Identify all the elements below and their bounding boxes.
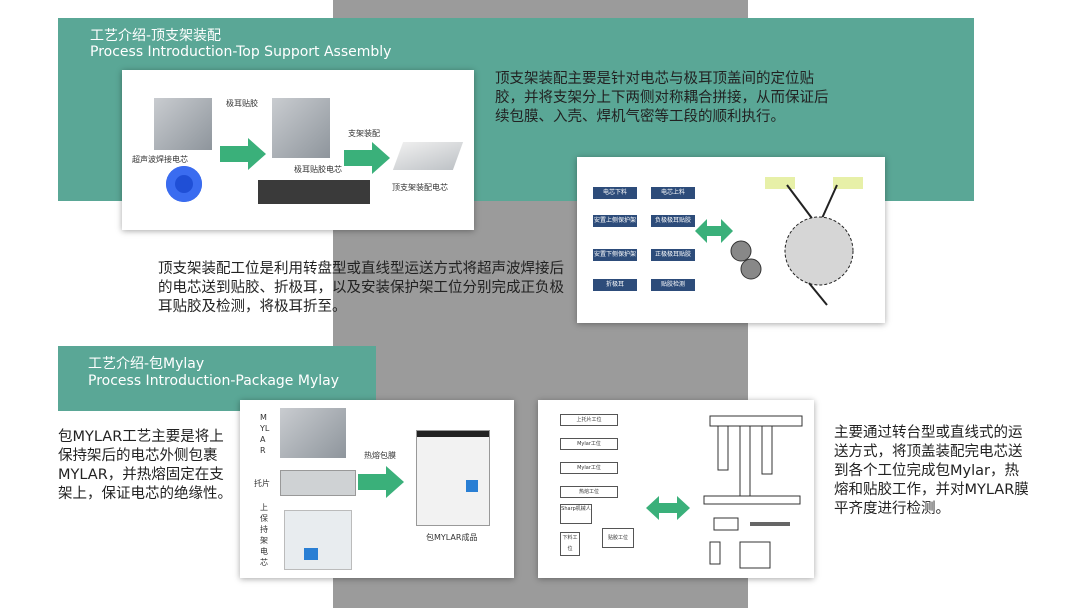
bracket-step-label: 支架装配: [348, 129, 380, 138]
green-arrow-icon: [220, 138, 266, 170]
top-support-flow-card: 电芯下料 电芯上料 安置上侧保护架 负极极耳贴胶 安置下侧保护架 正极极耳贴胶 …: [577, 157, 885, 323]
top-support-image-card: 超声波焊接电芯 极耳贴胶 极耳贴胶电芯 支架装配 顶支架装配电芯: [122, 70, 474, 230]
section2-right-text: 主要通过转台型或直线式的运送方式，将顶盖装配完电芯送到各个工位完成包Mylar，…: [834, 425, 1029, 517]
sketch-step: 贴胶工位: [602, 528, 634, 548]
tray-label: 托片: [254, 479, 270, 488]
sketch-step: Mylar工位: [560, 438, 618, 450]
tape-patch: [466, 480, 478, 492]
flow-step: 电芯下料: [593, 187, 637, 199]
section2-description: 包MYLAR工艺主要是将上保持架后的电芯外侧包裹MYLAR，并热熔固定在支架上，…: [58, 429, 232, 502]
flow-step: 安置上侧保护架: [593, 215, 637, 227]
flow-step: 安置下侧保护架: [593, 249, 637, 261]
mylar-vertical-label: MYLAR: [260, 413, 270, 455]
mylar-image-card: MYLAR 托片 上保持架电芯 热熔包膜 包MYLAR成品: [240, 400, 514, 578]
tab-taped-cell-photo: [272, 98, 330, 158]
sketch-step: Sharp机械人: [560, 504, 592, 524]
ultrasonic-cell-photo: [154, 98, 212, 150]
heat-wrap-label: 热熔包膜: [364, 451, 396, 460]
machine-sketch: [703, 415, 803, 569]
flow-step: 正极极耳贴胶: [651, 249, 695, 261]
bracket-cell-photo: [284, 510, 352, 570]
sketch-step: 下料工位: [560, 532, 580, 556]
ultrasonic-cell-label: 超声波焊接电芯: [132, 155, 188, 164]
mylar-product-label: 包MYLAR成品: [426, 533, 478, 542]
mylar-product-photo: [416, 430, 490, 526]
section1-title-en: Process Introduction-Top Support Assembl…: [90, 44, 392, 60]
sketch-step: 热熔工位: [560, 486, 618, 498]
section1-description: 顶支架装配主要是针对电芯与极耳顶盖间的定位贴胶，并将支架分上下两侧对称耦合拼接，…: [495, 71, 829, 125]
double-arrow-icon: [646, 496, 690, 520]
tape-roll-icon: [166, 166, 202, 202]
mylar-station-card: 上托片工位 Mylar工位 Mylar工位 热熔工位 Sharp机械人 下料工位…: [538, 400, 814, 578]
tab-tape-step-label: 极耳贴胶: [226, 99, 258, 108]
section2-title-en: Process Introduction-Package Mylay: [88, 373, 339, 389]
tray-photo: [280, 470, 356, 496]
flow-step: 电芯上料: [651, 187, 695, 199]
top-bracket-cell-photo: [392, 142, 464, 170]
fixture-photo: [258, 180, 370, 204]
section1-station-text: 顶支架装配工位是利用转盘型或直线型运送方式将超声波焊接后的电芯送到贴胶、折极耳，…: [158, 261, 564, 315]
section1-title-cn: 工艺介绍-顶支架装配: [90, 28, 222, 44]
sketch-step: Mylar工位: [560, 462, 618, 474]
mylar-sheet-photo: [280, 408, 346, 458]
sketch-step: 上托片工位: [560, 414, 618, 426]
tab-taped-cell-label: 极耳贴胶电芯: [294, 165, 342, 174]
double-arrow-icon: [695, 219, 733, 243]
section2-title-cn: 工艺介绍-包Mylay: [88, 356, 205, 372]
green-arrow-icon: [358, 466, 404, 498]
turntable-diagram: [730, 177, 863, 306]
flow-step: 折极耳: [593, 279, 637, 291]
green-arrow-icon: [344, 142, 390, 174]
top-bracket-cell-label: 顶支架装配电芯: [392, 183, 448, 192]
flow-step: 贴胶检测: [651, 279, 695, 291]
bracket-cell-vertical-label: 上保持架电芯: [260, 503, 268, 567]
tape-patch: [304, 548, 318, 560]
flow-step: 负极极耳贴胶: [651, 215, 695, 227]
